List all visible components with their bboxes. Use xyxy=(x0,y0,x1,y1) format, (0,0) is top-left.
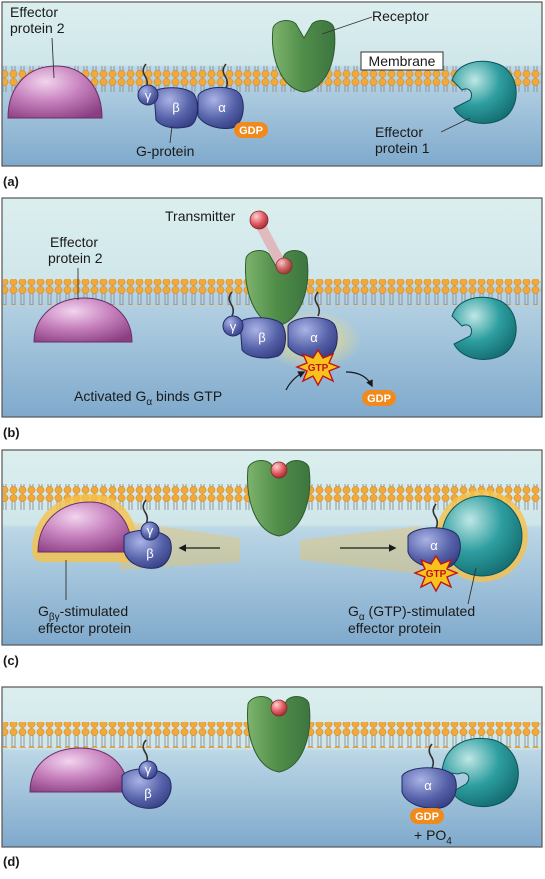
panel-a: γ β α GDP Effector protein 2 Receptor Me… xyxy=(1,1,543,189)
g-beta-gamma: γ β xyxy=(123,499,172,569)
gtp-star xyxy=(413,554,459,593)
phosphate-label: + PO4 xyxy=(414,827,452,847)
gdp-label: GDP xyxy=(415,811,439,823)
g-beta-gamma-effector-label: effector protein xyxy=(38,620,131,636)
gamma-subunit-label: γ xyxy=(145,88,152,103)
gamma-subunit-label: γ xyxy=(145,762,152,777)
alpha-subunit-label: α xyxy=(424,778,432,793)
effector-protein-1 xyxy=(451,60,517,124)
bound-transmitter xyxy=(270,699,288,717)
g-beta-gamma-stimulated-label: Gβγ-stimulated xyxy=(38,603,128,623)
bound-transmitter xyxy=(275,257,293,275)
panel-c: γ β α GTP Gβγ-stimulated effector protei… xyxy=(1,449,543,668)
transmitter-molecule xyxy=(249,210,269,230)
alpha-subunit-label: α xyxy=(430,538,438,553)
effector-1-label-line2: protein 1 xyxy=(375,140,430,156)
effector-protein-2 xyxy=(7,65,103,119)
g-alpha-gtp: α xyxy=(407,503,461,569)
g-alpha-stimulated-label: Gα (GTP)-stimulated xyxy=(348,603,475,623)
gdp-badge xyxy=(234,122,268,138)
effector-protein-2 xyxy=(33,297,133,343)
effector-protein-1 xyxy=(441,737,519,808)
effector-2-label-line2: protein 2 xyxy=(48,250,103,266)
alpha-subunit-label: α xyxy=(310,330,318,345)
receptor xyxy=(271,20,336,93)
gdp-badge xyxy=(362,390,396,406)
panel-d: γ β α GDP + PO4 (d) xyxy=(1,686,543,869)
gdp-badge xyxy=(410,808,444,824)
g-alpha: α xyxy=(401,743,457,809)
gdp-label: GDP xyxy=(367,393,391,405)
g-protein-label: G-protein xyxy=(136,143,194,159)
beta-subunit-label: β xyxy=(172,100,179,115)
activated-galpha-label: Activated Gα binds GTP xyxy=(74,388,222,408)
beta-subunit-label: β xyxy=(146,546,153,561)
panel-b-letter: (b) xyxy=(3,425,20,440)
gamma-subunit-label: γ xyxy=(147,523,154,538)
bound-transmitter xyxy=(270,461,288,479)
membrane-label: Membrane xyxy=(369,53,436,69)
beta-subunit-label: β xyxy=(144,786,151,801)
gtp-star xyxy=(295,348,341,387)
gdp-label: GDP xyxy=(239,125,263,137)
receptor xyxy=(247,460,311,537)
receptor-label: Receptor xyxy=(372,8,429,24)
g-protein: γ β α xyxy=(137,63,244,129)
gamma-subunit-label: γ xyxy=(230,319,237,334)
g-protein: γ β α xyxy=(222,291,338,359)
gtp-label: GTP xyxy=(426,569,447,580)
effector-2-label-line1: Effector xyxy=(10,4,58,20)
effector-2-label-line2: protein 2 xyxy=(10,20,65,36)
panel-d-letter: (d) xyxy=(3,854,20,869)
gtp-label: GTP xyxy=(308,363,329,374)
transmitter-label: Transmitter xyxy=(165,208,236,224)
panel-b: γ β α GTP GDP Transmitter Effector prote… xyxy=(1,197,543,440)
alpha-subunit-label: α xyxy=(218,100,226,115)
beta-subunit-label: β xyxy=(258,330,265,345)
g-beta-gamma: γ β xyxy=(121,739,172,809)
membrane-label-box xyxy=(360,51,444,71)
g-alpha-effector-label: effector protein xyxy=(348,620,441,636)
effector-protein-1 xyxy=(451,296,517,360)
receptor xyxy=(247,696,311,773)
receptor xyxy=(245,250,309,327)
effector-2-label-line1: Effector xyxy=(50,234,98,250)
panel-c-letter: (c) xyxy=(3,653,19,668)
panel-a-letter: (a) xyxy=(3,174,19,189)
effector-1-label-line1: Effector xyxy=(375,124,423,140)
